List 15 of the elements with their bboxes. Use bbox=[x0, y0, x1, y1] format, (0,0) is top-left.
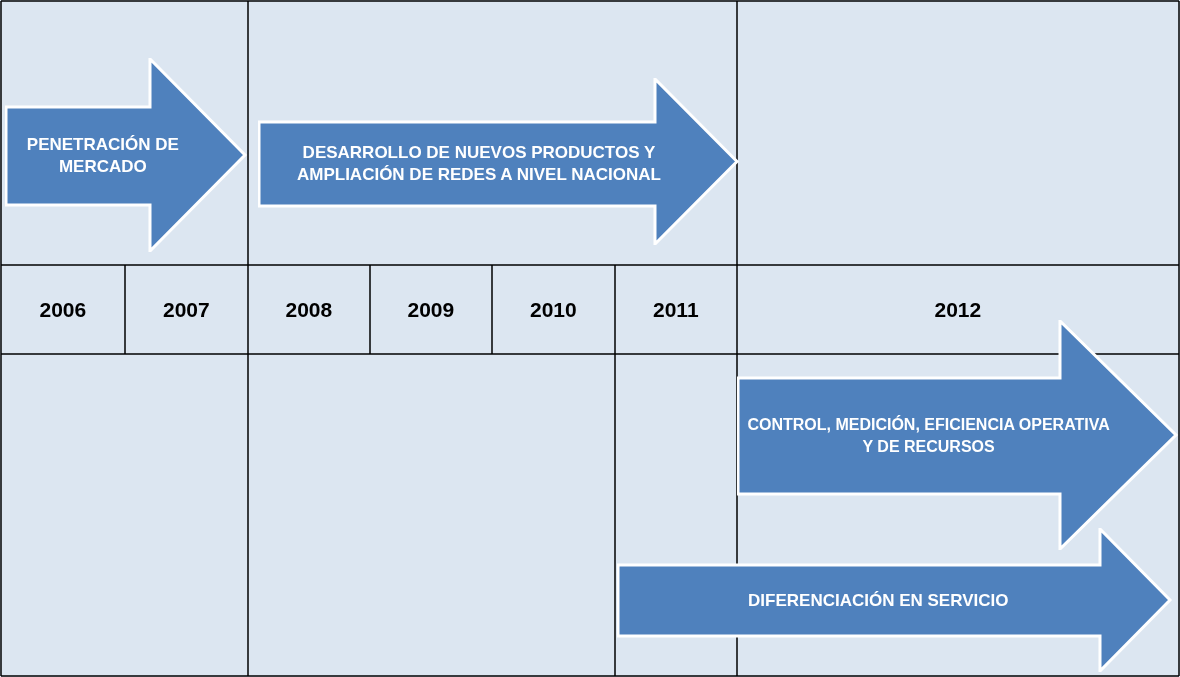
block-arrow bbox=[258, 78, 741, 245]
year-label: 2011 bbox=[653, 298, 699, 322]
year-label: 2010 bbox=[530, 298, 577, 322]
block-arrow bbox=[737, 320, 1180, 550]
arrow-text: PENETRACIÓN DE MERCADO bbox=[25, 134, 180, 178]
year-label: 2007 bbox=[163, 298, 210, 322]
block-arrow bbox=[5, 58, 249, 252]
year-label: 2006 bbox=[39, 298, 87, 322]
year-label: 2012 bbox=[934, 298, 982, 322]
year-label: 2008 bbox=[285, 298, 333, 322]
year-label: 2009 bbox=[407, 298, 455, 322]
arrow-text: DIFERENCIACIÓN EN SERVICIO bbox=[748, 589, 1009, 612]
arrow-text: DESARROLLO DE NUEVOS PRODUCTOS Y AMPLIACIÓN DE REDES A NIVEL NACIONAL bbox=[295, 142, 662, 186]
arrow-text: CONTROL, MEDICIÓN, EFICIENCIA OPERATIVA Y DE RECURSOS bbox=[746, 414, 1111, 457]
block-arrow bbox=[617, 528, 1174, 672]
